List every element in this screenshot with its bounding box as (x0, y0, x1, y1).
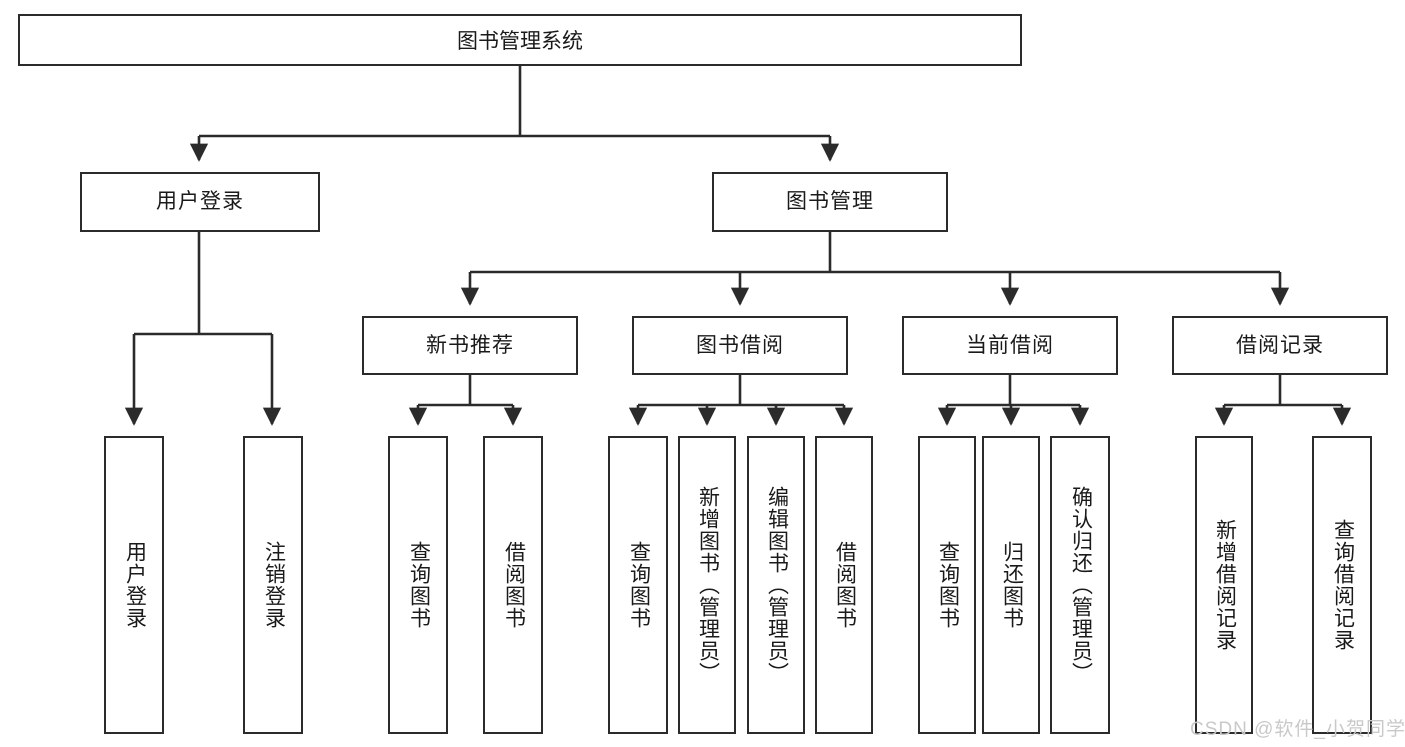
leaf-new-book-query[interactable]: 查询图书 (388, 436, 448, 734)
leaf-label: 归还图书 (1000, 541, 1024, 629)
leaf-label: 注销登录 (262, 541, 286, 629)
node-new-book-recommend[interactable]: 新书推荐 (362, 316, 578, 375)
leaf-label: 查询图书 (627, 541, 651, 629)
node-user-login-label: 用户登录 (156, 190, 244, 214)
leaf-label: 查询图书 (936, 541, 960, 629)
node-book-management-label: 图书管理 (786, 190, 874, 214)
leaf-label: 借阅图书 (502, 541, 526, 629)
leaf-user-login-signin[interactable]: 用户登录 (104, 436, 164, 734)
node-root-label: 图书管理系统 (457, 30, 583, 53)
node-book-management[interactable]: 图书管理 (712, 172, 948, 232)
node-current-borrow[interactable]: 当前借阅 (902, 316, 1118, 375)
leaf-current-borrow-query[interactable]: 查询图书 (918, 436, 976, 734)
leaf-current-borrow-return[interactable]: 归还图书 (982, 436, 1040, 734)
node-book-borrow-label: 图书借阅 (696, 333, 784, 357)
leaf-book-borrow-lend[interactable]: 借阅图书 (815, 436, 873, 734)
leaf-book-borrow-query[interactable]: 查询图书 (608, 436, 668, 734)
leaf-label: 借阅图书 (833, 541, 857, 629)
node-current-borrow-label: 当前借阅 (966, 333, 1054, 357)
leaf-book-borrow-add[interactable]: 新增图书（管理员） (678, 436, 736, 734)
leaf-borrow-record-add[interactable]: 新增借阅记录 (1195, 436, 1253, 734)
node-book-borrow[interactable]: 图书借阅 (632, 316, 848, 375)
node-new-book-recommend-label: 新书推荐 (426, 333, 514, 357)
leaf-label: 新增借阅记录 (1213, 519, 1237, 651)
leaf-new-book-borrow[interactable]: 借阅图书 (483, 436, 543, 734)
leaf-label: 用户登录 (123, 541, 147, 629)
leaf-borrow-record-query[interactable]: 查询借阅记录 (1312, 436, 1372, 734)
leaf-label: 编辑图书（管理员） (765, 486, 789, 684)
leaf-user-login-signout[interactable]: 注销登录 (243, 436, 303, 734)
node-borrow-record[interactable]: 借阅记录 (1172, 316, 1388, 375)
leaf-label: 新增图书（管理员） (696, 486, 720, 684)
leaf-label: 确认归还（管理员） (1069, 486, 1093, 684)
leaf-label: 查询图书 (407, 541, 431, 629)
node-root-system[interactable]: 图书管理系统 (18, 14, 1022, 66)
leaf-label: 查询借阅记录 (1331, 519, 1355, 651)
node-user-login[interactable]: 用户登录 (80, 172, 320, 232)
leaf-book-borrow-edit[interactable]: 编辑图书（管理员） (747, 436, 805, 734)
node-borrow-record-label: 借阅记录 (1236, 333, 1324, 357)
leaf-current-borrow-confirm[interactable]: 确认归还（管理员） (1050, 436, 1110, 734)
